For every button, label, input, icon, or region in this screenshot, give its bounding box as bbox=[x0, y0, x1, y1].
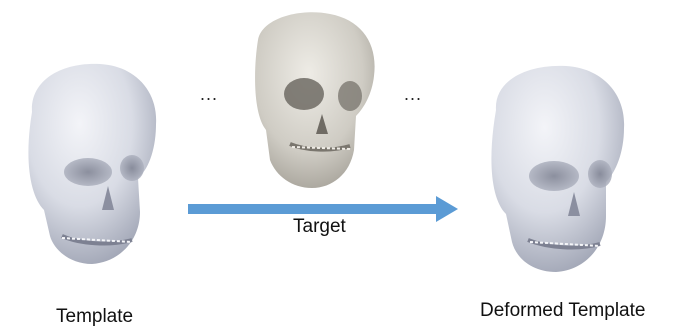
target-skull-icon bbox=[255, 12, 375, 188]
template-label: Template bbox=[56, 306, 133, 328]
ellipsis-right: ... bbox=[404, 84, 422, 105]
deformed-template-label: Deformed Template bbox=[480, 300, 645, 322]
deformed-skull-icon bbox=[491, 66, 624, 272]
template-skull-icon bbox=[28, 64, 156, 264]
target-label: Target bbox=[293, 216, 346, 238]
ellipsis-left: ... bbox=[200, 84, 218, 105]
